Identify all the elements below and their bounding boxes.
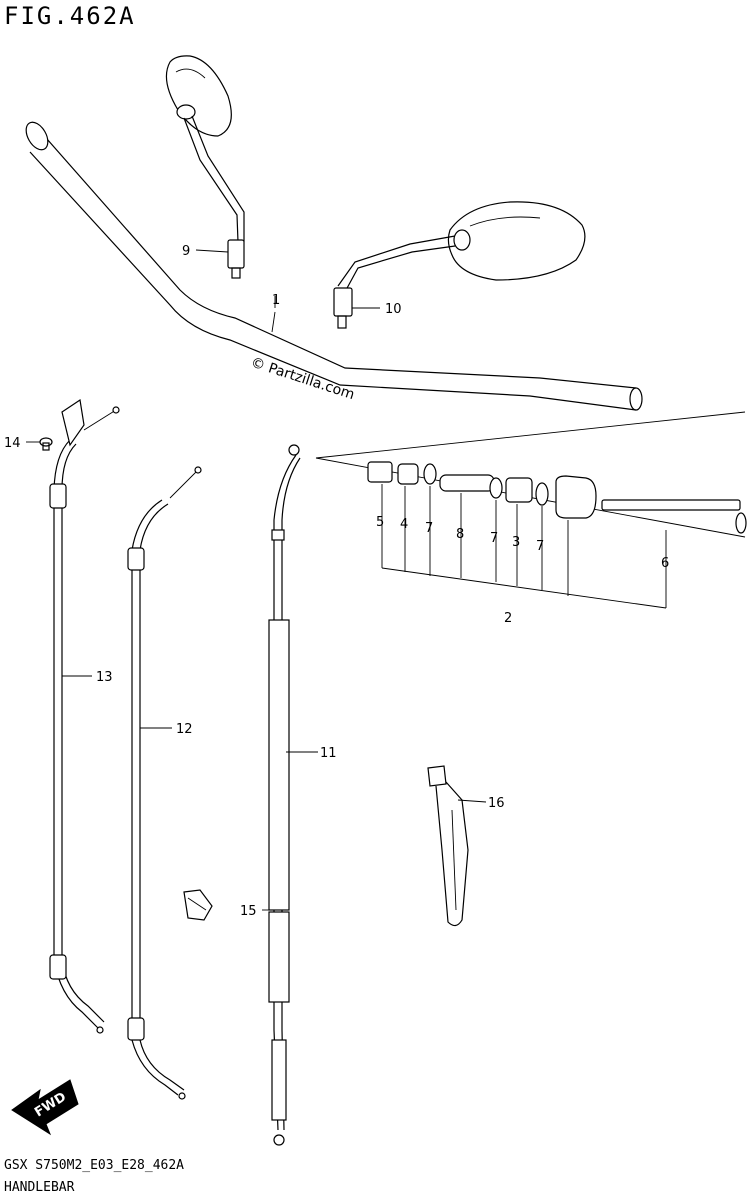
callout-7-a: 7 (425, 521, 433, 536)
callout-7-c: 7 (536, 539, 544, 554)
grip-end-assembly[interactable] (315, 411, 747, 609)
callout-12: 12 (176, 722, 193, 737)
callout-1: 1 (272, 293, 280, 308)
fwd-arrow-icon: FWD (11, 1079, 79, 1136)
figure-title: FIG.462A (4, 2, 136, 30)
callout-11: 11 (320, 746, 337, 761)
callout-4: 4 (400, 517, 408, 532)
screw-14[interactable] (39, 437, 53, 451)
sleeve-15[interactable] (268, 911, 290, 1003)
callout-16: 16 (488, 796, 505, 811)
diagram-code: GSX S750M2_E03_E28_462A (4, 1158, 185, 1173)
callout-10: 10 (385, 302, 402, 317)
clamp-16[interactable] (427, 765, 469, 927)
leader-lines (26, 249, 487, 911)
callout-14: 14 (4, 436, 21, 451)
callout-8: 8 (456, 527, 464, 542)
callout-3: 3 (512, 535, 520, 550)
callout-9: 9 (182, 244, 190, 259)
callout-6: 6 (661, 556, 669, 571)
cable-13[interactable] (49, 398, 120, 1034)
diagram-name: HANDLEBAR (4, 1180, 75, 1195)
callout-15: 15 (240, 904, 257, 919)
cable-clip[interactable] (183, 889, 213, 921)
right-mirror[interactable] (333, 201, 586, 329)
cable-12[interactable] (127, 466, 202, 1100)
callout-7-b: 7 (490, 531, 498, 546)
watermark: © Partzilla.com (249, 355, 357, 404)
cable-11[interactable] (268, 444, 301, 1146)
handlebar[interactable] (22, 119, 643, 411)
callout-2: 2 (504, 611, 512, 626)
callout-5: 5 (376, 515, 384, 530)
callout-13: 13 (96, 670, 113, 685)
left-mirror[interactable] (165, 55, 245, 279)
